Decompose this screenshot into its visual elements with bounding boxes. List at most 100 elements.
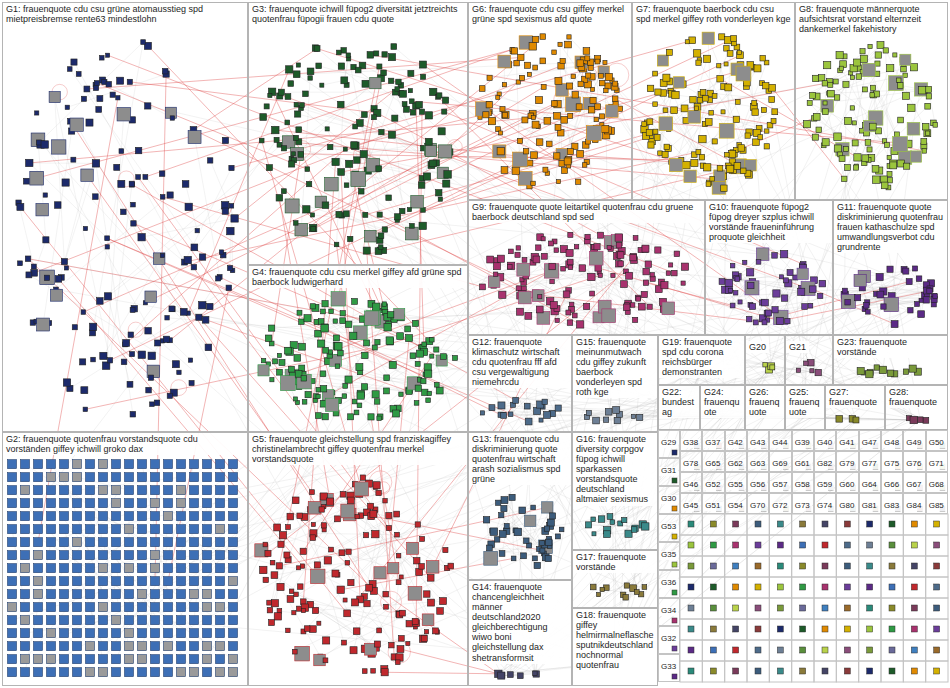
self-loop: [171, 380, 187, 396]
faint-link: [433, 92, 927, 291]
vertex-icon: [136, 175, 141, 180]
vertex-icon: [382, 302, 386, 306]
vertex-icon: [498, 55, 511, 68]
vertex-icon: [518, 172, 532, 186]
vertex-icon: [541, 237, 545, 241]
vertex-icon: [585, 56, 590, 61]
vertex-icon: [717, 165, 723, 171]
vertex-icon: [430, 338, 434, 342]
vertex-icon: [299, 343, 306, 350]
vertex-icon: [853, 165, 858, 170]
vertex-icon: [536, 139, 543, 146]
vertex-icon: [351, 172, 366, 187]
vertex-icon: [362, 352, 368, 358]
vertex-icon: [130, 307, 135, 312]
vertex-icon: [537, 311, 550, 324]
faint-link: [557, 116, 585, 165]
vertex-icon: [669, 158, 682, 171]
vertex-icon: [316, 63, 322, 69]
vertex-icon: [400, 90, 407, 97]
vertex-icon: [286, 66, 293, 73]
vertex-icon: [719, 34, 725, 40]
vertex-icon: [519, 75, 524, 80]
vertex-icon: [540, 34, 546, 40]
vertex-icon: [64, 266, 68, 270]
vertex-icon: [333, 319, 337, 323]
vertex-icon: [269, 325, 275, 331]
vertex-icon: [567, 83, 573, 89]
vertex-icon: [325, 398, 338, 411]
faint-link: [303, 602, 415, 622]
vertex-icon: [567, 35, 571, 39]
vertex-icon: [356, 364, 363, 371]
faint-link: [765, 123, 933, 417]
vertex-icon: [148, 352, 155, 359]
vertex-icon: [49, 92, 60, 103]
vertex-icon: [741, 168, 746, 173]
vertex-icon: [353, 124, 358, 129]
vertex-icon: [415, 385, 421, 391]
cross-link: [423, 65, 781, 318]
faint-link: [518, 255, 624, 284]
vertex-icon: [502, 82, 506, 86]
vertex-icon: [602, 125, 609, 132]
vertex-icon: [697, 97, 703, 103]
vertex-icon: [681, 105, 688, 112]
vertex-icon: [84, 86, 90, 92]
faint-link: [51, 503, 155, 633]
vertex-icon: [586, 126, 601, 141]
vertex-icon: [691, 159, 698, 166]
faint-link: [648, 264, 683, 283]
vertex-icon: [860, 49, 865, 54]
vertex-icon: [273, 359, 278, 364]
vertex-icon: [706, 182, 711, 187]
vertex-icon: [568, 113, 573, 118]
vertex-icon: [579, 265, 586, 272]
vertex-icon: [725, 84, 732, 91]
vertex-icon: [818, 75, 824, 81]
faint-link: [274, 575, 397, 662]
vertex-icon: [681, 281, 685, 285]
self-loop: [128, 322, 143, 337]
vertex-icon: [316, 394, 320, 398]
vertex-icon: [289, 161, 295, 167]
vertex-icon: [536, 245, 541, 250]
vertex-icon: [438, 197, 442, 201]
vertex-icon: [516, 308, 523, 315]
vertex-icon: [318, 319, 324, 325]
vertex-icon: [44, 275, 49, 280]
vertex-icon: [550, 279, 554, 283]
vertex-icon: [363, 247, 370, 254]
vertex-icon: [704, 164, 711, 171]
vertex-icon: [295, 111, 301, 117]
faint-link: [817, 117, 890, 180]
vertex-icon: [414, 401, 419, 406]
vertex-icon: [405, 227, 418, 240]
vertex-icon: [394, 308, 405, 319]
vertex-icon: [378, 245, 383, 250]
faint-link: [274, 519, 593, 575]
vertex-icon: [315, 330, 322, 337]
vertex-icon: [527, 160, 533, 166]
vertex-icon: [585, 234, 590, 239]
cross-link: [220, 277, 501, 415]
vertex-icon: [658, 151, 662, 155]
vertex-icon: [293, 397, 297, 401]
vertex-icon: [483, 112, 489, 118]
vertex-icon: [828, 90, 835, 97]
faint-link: [315, 308, 419, 380]
vertex-icon: [571, 74, 575, 78]
vertex-icon: [615, 234, 622, 241]
cross-link: [537, 295, 764, 322]
vertex-icon: [219, 250, 223, 254]
vertex-icon: [595, 59, 600, 64]
vertex-icon: [362, 112, 368, 118]
vertex-icon: [536, 97, 543, 104]
faint-link: [915, 268, 921, 314]
vertex-icon: [642, 246, 648, 252]
faint-link: [25, 503, 155, 659]
vertex-icon: [769, 97, 775, 103]
vertex-icon: [525, 312, 532, 319]
vertex-icon: [276, 195, 283, 202]
faint-link: [708, 150, 743, 184]
